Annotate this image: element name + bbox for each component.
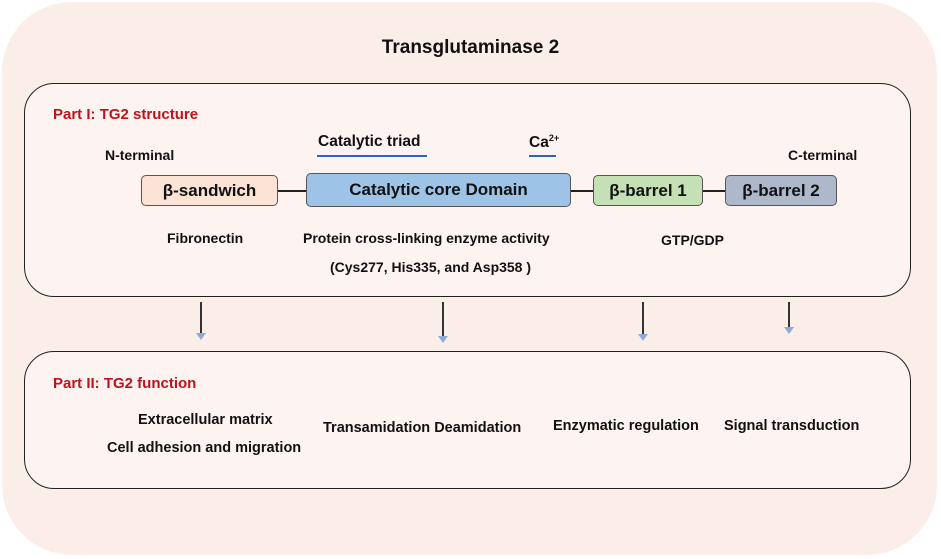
signal-label: Signal transduction — [724, 418, 860, 434]
structure-heading: Part I: TG2 structure — [53, 106, 199, 123]
gtp-gdp-label: GTP/GDP — [661, 232, 725, 248]
catalytic-triad-underline — [317, 155, 427, 157]
enzymatic-label: Enzymatic regulation — [553, 418, 699, 434]
residues-label: (Cys277, His335, and Asp358 ) — [330, 259, 532, 275]
transamidation-label: Transamidation Deamidation — [323, 420, 522, 436]
fibronectin-label: Fibronectin — [167, 230, 244, 246]
function-heading: Part II: TG2 function — [53, 375, 197, 392]
catalytic-core-domain: Catalytic core Domain — [306, 173, 571, 207]
catalytic-triad-label: Catalytic triad — [318, 133, 421, 150]
function-panel — [24, 351, 911, 489]
linker-1 — [277, 190, 307, 192]
ecm-label: Extracellular matrix — [138, 412, 273, 428]
n-terminal-label: N-terminal — [105, 147, 175, 163]
c-terminal-label: C-terminal — [788, 147, 858, 163]
beta-sandwich-domain: β-sandwich — [141, 175, 278, 206]
adhesion-label: Cell adhesion and migration — [107, 440, 302, 456]
calcium-underline — [529, 155, 556, 157]
linker-3 — [702, 190, 726, 192]
arrow-down-icon — [438, 302, 448, 343]
calcium-label: Ca2+ — [529, 133, 560, 152]
arrow-down-icon — [196, 302, 206, 340]
beta-barrel-1-domain: β-barrel 1 — [593, 175, 703, 206]
arrow-down-icon — [784, 302, 794, 334]
activity-label: Protein cross-linking enzyme activity — [303, 230, 550, 246]
diagram-title: Transglutaminase 2 — [381, 37, 560, 58]
arrow-down-icon — [638, 302, 648, 341]
beta-barrel-2-domain: β-barrel 2 — [725, 175, 837, 206]
linker-2 — [570, 190, 594, 192]
